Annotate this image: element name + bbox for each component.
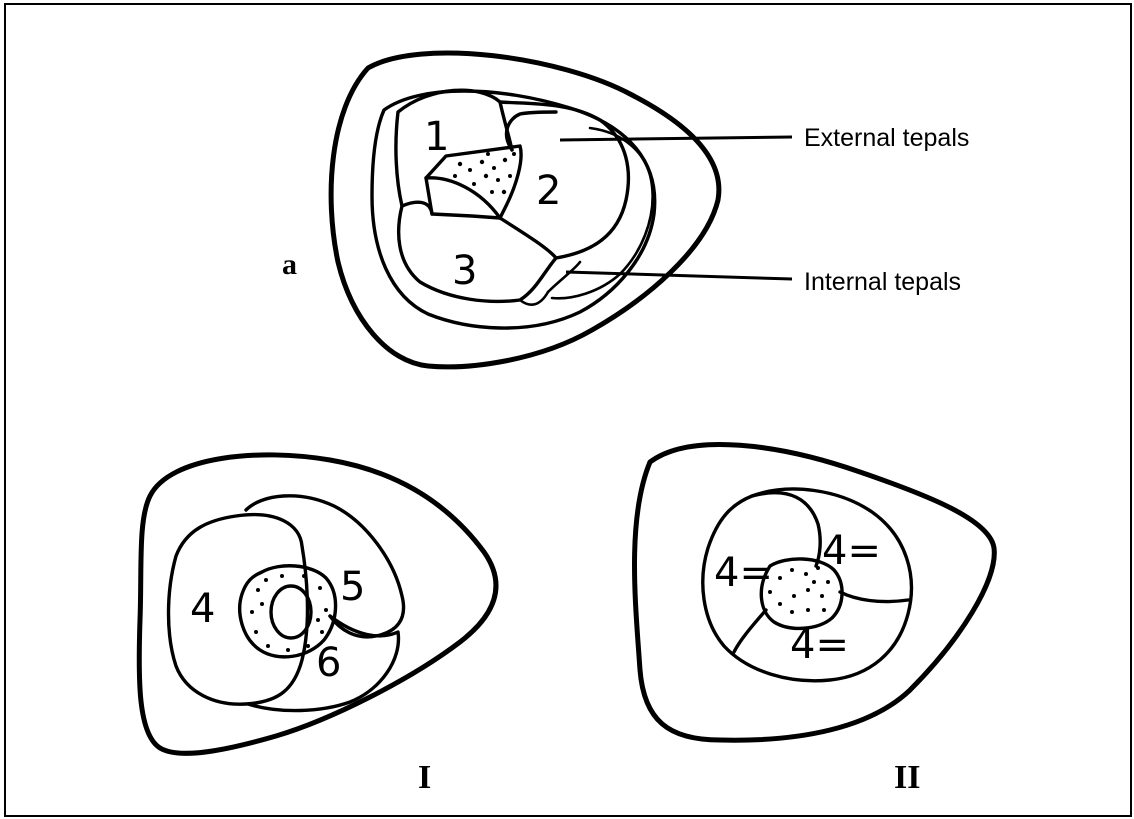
panel-a-external-ring xyxy=(372,91,655,328)
panel-a-outer-outline xyxy=(331,53,719,367)
panel-a-tepal-number-1: 1 xyxy=(424,114,449,160)
external-tepals-label: External tepals xyxy=(804,124,969,152)
panel-a-diagram xyxy=(331,53,719,367)
panel-II-label: II xyxy=(894,759,920,796)
panel-a-tepal-division-2 xyxy=(507,112,556,150)
panel-a-tepal-division-3 xyxy=(500,218,556,258)
panel-II-division-right xyxy=(840,592,908,602)
panel-a-internal-overlap xyxy=(548,262,580,292)
panel-II-gynoecium-dots xyxy=(768,566,830,614)
panel-II-tepal-number-right: 4= xyxy=(822,528,881,574)
panel-a-tepal-number-2: 2 xyxy=(536,168,561,214)
panel-I-label: I xyxy=(418,759,431,796)
panel-II-tepal-number-left: 4= xyxy=(714,550,773,596)
panel-a-tepal-division-4 xyxy=(402,202,432,214)
panel-I-gynoecium-inner xyxy=(271,586,311,638)
panel-a-tepal-division-1 xyxy=(500,102,512,150)
panel-II-division-left xyxy=(734,610,766,652)
panel-a-label: a xyxy=(282,248,297,281)
panel-II-diagram xyxy=(635,444,995,740)
panel-I-tepal-number-4: 4 xyxy=(190,586,215,632)
panel-a-tepal-number-3: 3 xyxy=(452,248,477,294)
panel-I-tepal-number-5: 5 xyxy=(340,564,365,610)
panel-II-tepal-number-bottom: 4= xyxy=(790,622,849,668)
internal-tepals-leader xyxy=(566,272,792,279)
panel-I-tepal-number-6: 6 xyxy=(316,640,341,686)
external-tepals-leader xyxy=(560,137,792,140)
panel-a-gynoecium-cover xyxy=(426,178,500,218)
panel-a-gynoecium-dots xyxy=(453,152,516,194)
internal-tepals-label: Internal tepals xyxy=(804,268,961,296)
